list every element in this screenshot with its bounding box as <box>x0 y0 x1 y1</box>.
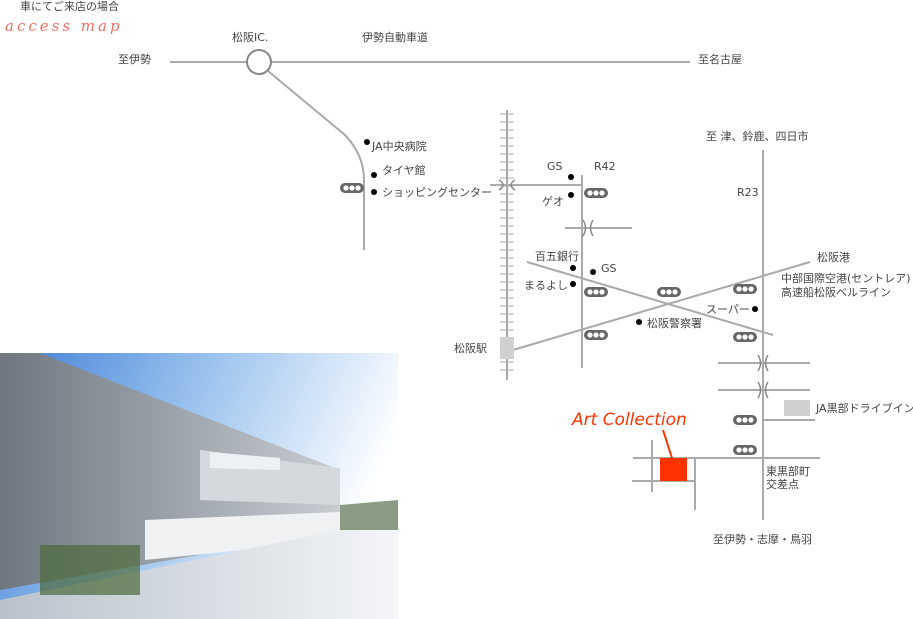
label-to-nagoya: 至名古屋 <box>698 52 742 66</box>
label-intersection-2: 交差点 <box>766 477 799 491</box>
interchange-circle-icon <box>246 49 272 75</box>
label-gs2: GS <box>601 262 617 275</box>
traffic-light-icon <box>584 330 608 340</box>
traffic-light-icon <box>733 332 757 342</box>
label-intersection-1: 東黒部町 <box>766 464 810 478</box>
roads <box>490 150 820 520</box>
label-expressway: 伊勢自動車道 <box>362 30 428 44</box>
label-ic: 松阪IC. <box>232 30 268 44</box>
label-shopping-center: ショッピングセンター <box>382 185 492 199</box>
destination-label: Art Collection <box>571 410 687 430</box>
landmark-dot-icon <box>752 306 758 312</box>
label-hyakugo-bank: 百五銀行 <box>535 249 579 263</box>
label-ja-drivein: JA黒部ドライブイン <box>815 401 913 415</box>
traffic-light-icon <box>657 287 681 297</box>
landmark-dot-icon <box>570 281 576 287</box>
header-subtitle: access map <box>5 17 123 35</box>
destination-marker <box>660 458 687 481</box>
label-taiyakan: タイヤ館 <box>382 163 426 177</box>
landmark-dot-icon <box>590 269 596 275</box>
bridge-icon <box>498 179 769 399</box>
traffic-light-icon <box>584 287 608 297</box>
label-to-ise-south: 至伊勢・志摩・鳥羽 <box>713 532 812 546</box>
destination-pointer <box>662 429 673 459</box>
traffic-light-icon <box>733 415 757 425</box>
label-r42: R42 <box>594 160 616 173</box>
landmark-dot-icon <box>568 174 574 180</box>
landmark-dot-icon <box>371 172 377 178</box>
label-to-ise-west: 至伊勢 <box>118 52 151 66</box>
traffic-light-icon <box>733 445 757 455</box>
traffic-light-icon <box>584 188 608 198</box>
label-r23: R23 <box>737 186 759 199</box>
label-police: 松阪警察署 <box>647 316 702 330</box>
label-super: スーパー <box>706 303 750 316</box>
landmark-dot-icon <box>364 139 370 145</box>
landmark-dot-icon <box>568 192 574 198</box>
label-gs1: GS <box>547 160 563 173</box>
label-ja-hospital: JA中央病院 <box>371 139 427 153</box>
expressway <box>170 49 690 250</box>
landmark-dot-icon <box>570 265 576 271</box>
header-title: 車にてご来店の場合 <box>20 0 119 13</box>
label-geo: ゲオ <box>542 195 564 208</box>
traffic-light-icon <box>340 183 364 193</box>
landmark-dot-icon <box>371 189 377 195</box>
label-maruyoshi: まるよし <box>524 279 568 292</box>
traffic-light-icon <box>733 284 757 294</box>
label-station: 松阪駅 <box>454 341 487 355</box>
station-box <box>500 337 514 359</box>
label-to-tsu: 至 津、鈴鹿、四日市 <box>706 129 809 143</box>
label-matsusaka-port: 松阪港 <box>817 250 850 264</box>
label-centrair: 中部国際空港(セントレア) <box>781 271 911 285</box>
drivein-box <box>784 400 810 416</box>
landmark-dot-icon <box>636 319 642 325</box>
label-bell-line: 高速船松阪ベルライン <box>781 285 891 299</box>
gallery-building-photo <box>0 353 398 619</box>
